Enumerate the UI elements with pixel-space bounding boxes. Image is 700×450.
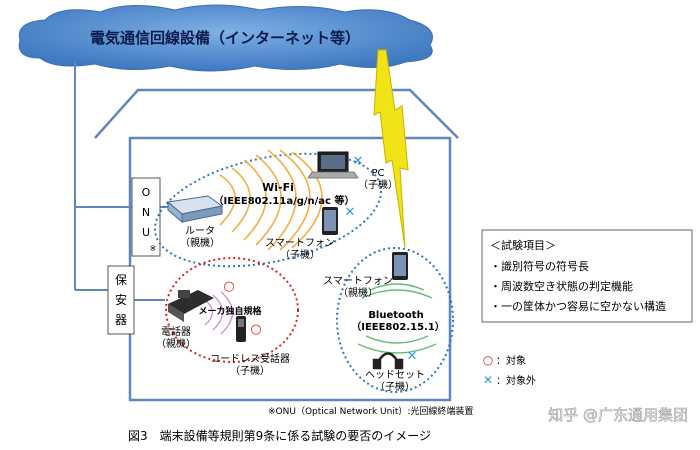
test-item-3: ・一の筐体かつ容易に空かない構造 — [490, 299, 666, 313]
maker-waves — [204, 291, 234, 335]
phone-target-mark: ○ — [223, 279, 234, 294]
hoan-box — [107, 265, 135, 335]
router-role: （親機） — [180, 236, 220, 249]
legend-target-label: ：対象 — [496, 354, 526, 367]
test-items-heading: ＜試験項目＞ — [490, 238, 556, 252]
smartphone-bt-label: スマートフォン — [323, 276, 393, 287]
pc-label: PC — [371, 168, 384, 179]
onu-char-n: N — [142, 206, 150, 219]
bluetooth-waves — [357, 283, 437, 354]
maker-zone — [165, 257, 299, 363]
watermark: 知乎 @广东通用集团 — [548, 406, 688, 424]
router-label: ルータ — [185, 225, 215, 237]
legend-nontarget-mark: ✕ — [483, 373, 493, 387]
wifi-standard: （IEEE802.11a/g/n/ac 等） — [214, 194, 355, 207]
onu-char-o: O — [142, 186, 151, 199]
bluetooth-standard: （IEEE802.15.1） — [351, 320, 445, 333]
cordless-label: コードレス受話器 — [210, 352, 290, 365]
test-item-2: ・周波数空き状態の判定機能 — [490, 279, 633, 293]
phone-label: 電話器 — [161, 325, 191, 338]
hoan-char-3: 器 — [115, 313, 127, 327]
onu-mark: ※ — [150, 244, 157, 253]
cloud-title: 電気通信回線設備（インターネット等） — [90, 29, 360, 47]
maker-label: メーカ独自規格 — [198, 305, 262, 317]
onu-box — [131, 177, 161, 257]
cloud — [18, 4, 433, 72]
pc-role: （子機） — [358, 178, 398, 191]
cordless-role: （子機） — [230, 364, 270, 377]
laptop-icon — [307, 151, 359, 179]
wifi-waves — [219, 149, 323, 251]
hoan-char-1: 保 — [115, 273, 127, 287]
smartphone-bt-role: （親機） — [338, 286, 378, 299]
smartphone-wifi-nontarget-mark: ✕ — [345, 205, 356, 220]
router-icon — [166, 195, 224, 224]
pc-nontarget-mark: ✕ — [353, 154, 364, 169]
smartphone-wifi-role: （子機） — [280, 248, 320, 261]
legend-nontarget-label: ：対象外 — [496, 374, 536, 387]
desk-phone-icon — [168, 290, 214, 322]
bluetooth-zone — [336, 247, 454, 393]
legend-target-mark: ○ — [483, 353, 493, 367]
wifi-zone — [153, 152, 383, 268]
network-lines — [74, 62, 175, 301]
phone-role: （親機） — [156, 337, 196, 350]
hoan-char-2: 安 — [115, 292, 127, 307]
headset-nontarget-mark: ✕ — [407, 349, 418, 364]
footnote: ※ONU（Optical Network Unit）:光回線終端装置 — [268, 405, 473, 417]
wifi-title: Wi-Fi — [262, 181, 294, 194]
cordless-target-mark: ○ — [250, 322, 261, 337]
test-items-box — [481, 229, 693, 323]
lightning-bolt — [373, 49, 409, 249]
smartphone-wifi-icon — [322, 207, 338, 235]
headset-icon — [372, 352, 404, 370]
bluetooth-title: Bluetooth — [368, 310, 423, 321]
test-item-1: ・識別符号の符号長 — [490, 260, 589, 273]
headset-label: ヘッドセット — [365, 369, 425, 381]
cordless-handset-icon — [236, 316, 246, 342]
figure-caption: 図3 端末設備等規則第9条に係る試験の要否のイメージ — [128, 428, 431, 443]
smartphone-wifi-label: スマートフォン — [265, 238, 335, 249]
headset-role: （子機） — [375, 380, 415, 393]
onu-char-u: U — [142, 226, 150, 239]
smartphone-bt-icon — [392, 252, 408, 280]
